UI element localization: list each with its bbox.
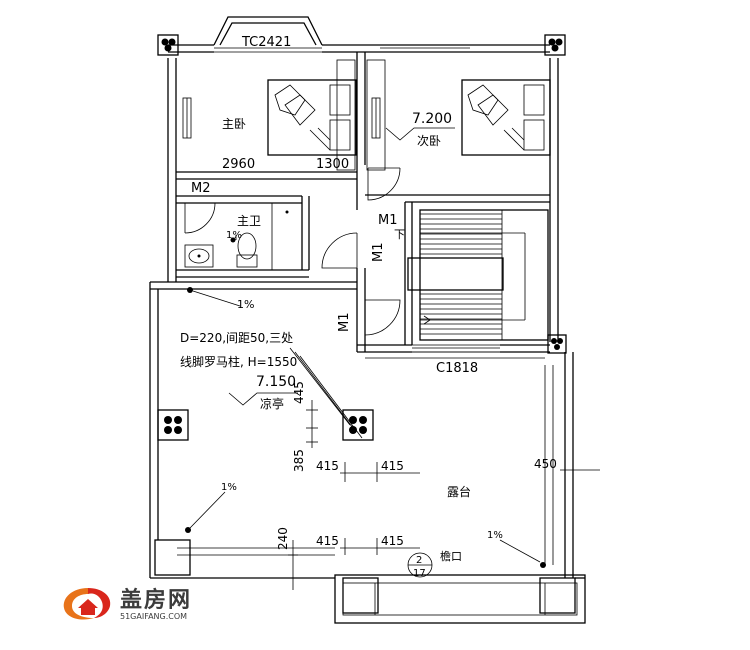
- door-m1-top: [367, 167, 401, 201]
- slope-left: 1%: [221, 482, 237, 493]
- dim-2960: 2960: [222, 157, 255, 172]
- wardrobe-left: [182, 97, 192, 139]
- dim-240: 240: [276, 527, 290, 550]
- room-second-bedroom: 次卧: [417, 134, 441, 148]
- dim-445: 445: [292, 381, 306, 404]
- room-master-bedroom: 主卧: [222, 117, 246, 131]
- note-line-1: D=220,间距50,三处: [180, 331, 293, 345]
- dim-415-d: 415: [381, 534, 404, 548]
- slope-right: 1%: [487, 530, 503, 541]
- logo-house-icon: [63, 588, 111, 620]
- room-master-bath: 主卫: [237, 214, 261, 228]
- room-pavilion: 凉亭: [260, 396, 284, 411]
- walls: [150, 44, 559, 353]
- window-stair: [412, 344, 500, 353]
- staircase: [407, 209, 549, 341]
- door-m2: [184, 202, 216, 234]
- slope-arrows: [189, 235, 541, 563]
- logo-name: 盖房网: [120, 588, 193, 613]
- room-terrace: 露台: [447, 484, 471, 499]
- dim-415-b: 415: [381, 459, 404, 473]
- window-label-stair: C1818: [436, 361, 478, 376]
- section-sheet: 17: [413, 568, 426, 579]
- bed-second: [461, 79, 551, 156]
- dimension-lines: [288, 400, 600, 590]
- section-marker: [407, 552, 433, 578]
- toilet: [236, 232, 258, 268]
- window-top-right: [380, 44, 470, 53]
- window-label-top: TC2421: [241, 35, 291, 50]
- dim-415-c: 415: [316, 534, 339, 548]
- dim-415-a: 415: [316, 459, 339, 473]
- room-eave: 檐口: [440, 549, 462, 563]
- door-label-m1-c: M1: [337, 313, 352, 333]
- note-line-2: 线脚罗马柱, H=1550: [180, 354, 297, 369]
- door-m1-bottom: [364, 299, 401, 336]
- logo: 盖房网 51GAIFANG.COM: [60, 582, 220, 628]
- bay-window: [213, 16, 323, 53]
- closet-between: [336, 59, 386, 171]
- slope-bath: 1%: [226, 230, 242, 241]
- dim-385: 385: [292, 449, 306, 472]
- door-label-m2: M2: [191, 181, 211, 196]
- door-label-m1-a: M1: [378, 213, 398, 228]
- logo-url: 51GAIFANG.COM: [120, 612, 188, 621]
- drain-points: [185, 237, 546, 568]
- section-number: 2: [416, 555, 422, 566]
- elevation-pavilion: 7.150: [256, 374, 296, 390]
- stair-down-label: 下: [394, 228, 405, 241]
- door-m1-middle: [321, 232, 358, 269]
- pavilion-columns: [154, 409, 576, 614]
- dim-1300: 1300: [316, 157, 349, 172]
- corner-columns: [157, 34, 567, 354]
- elevation-markers: [228, 127, 455, 406]
- slope-pav: 1%: [237, 298, 254, 311]
- dim-450: 450: [534, 457, 557, 471]
- door-label-m1-b: M1: [371, 243, 386, 263]
- elevation-upper: 7.200: [412, 111, 452, 127]
- washbasin: [184, 244, 214, 268]
- note-leaders: [289, 347, 363, 439]
- wardrobe-right: [371, 97, 381, 139]
- bed-master: [267, 79, 357, 156]
- shower: [271, 203, 289, 270]
